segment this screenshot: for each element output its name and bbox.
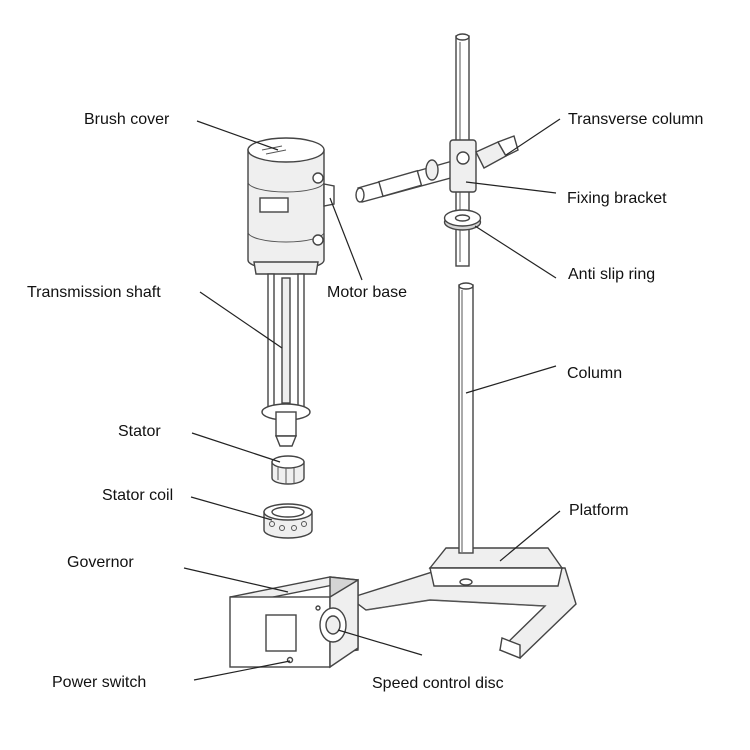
leader-platform bbox=[499, 510, 561, 562]
platform bbox=[428, 547, 564, 587]
label-transmission-shaft: Transmission shaft bbox=[27, 284, 161, 301]
label-speed-control-disc: Speed control disc bbox=[372, 675, 504, 692]
leader-stator-coil bbox=[190, 496, 273, 521]
column bbox=[458, 282, 474, 554]
leader-speed-control-disc bbox=[337, 629, 423, 656]
transverse-column bbox=[355, 159, 459, 203]
leader-anti-slip-ring bbox=[474, 225, 557, 279]
label-governor: Governor bbox=[67, 554, 134, 571]
leader-transmission-shaft bbox=[199, 291, 283, 349]
governor-box bbox=[229, 576, 359, 669]
label-power-switch: Power switch bbox=[52, 674, 146, 691]
stator bbox=[271, 455, 305, 485]
motor bbox=[247, 137, 335, 275]
transmission-shaft bbox=[261, 273, 311, 447]
leader-power-switch bbox=[193, 660, 291, 681]
speed-control-disc bbox=[315, 605, 347, 643]
anti-slip-ring bbox=[443, 209, 482, 231]
label-anti-slip-ring: Anti slip ring bbox=[568, 266, 655, 283]
label-brush-cover: Brush cover bbox=[84, 111, 170, 128]
label-fixing-bracket: Fixing bracket bbox=[567, 190, 667, 207]
leader-brush-cover bbox=[196, 120, 279, 151]
label-platform: Platform bbox=[569, 502, 629, 519]
leader-column bbox=[465, 365, 557, 394]
leader-motor-base bbox=[329, 197, 363, 281]
leader-governor bbox=[183, 567, 289, 593]
label-transverse-column: Transverse column bbox=[568, 111, 703, 128]
label-stator: Stator bbox=[118, 423, 161, 440]
label-column: Column bbox=[567, 365, 622, 382]
label-stator-coil: Stator coil bbox=[102, 487, 173, 504]
leader-transverse-column bbox=[505, 118, 561, 156]
leader-stator bbox=[191, 432, 281, 463]
leader-fixing-bracket bbox=[465, 181, 557, 194]
label-motor-base: Motor base bbox=[327, 284, 407, 301]
stator-coil bbox=[263, 503, 313, 539]
